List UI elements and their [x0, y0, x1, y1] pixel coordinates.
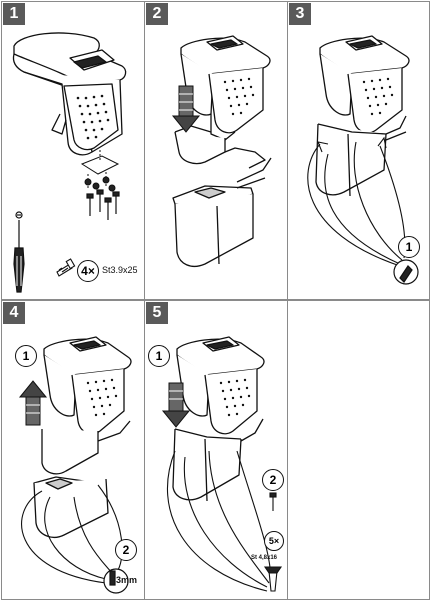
- order-circle: 1: [398, 236, 420, 258]
- step-4-panel: 4: [1, 300, 145, 600]
- armrest-final-fix-illustration: [161, 336, 283, 592]
- order-circle-a: 1: [148, 345, 170, 367]
- step-2-panel: 2: [144, 1, 288, 300]
- step-number: 1: [3, 3, 25, 25]
- step-3-panel: 3: [287, 1, 430, 300]
- order-number: 1: [22, 349, 30, 363]
- order-circle-b: 2: [115, 539, 137, 561]
- screw-count: 4×: [81, 264, 95, 278]
- order-circle-b: 2: [262, 469, 284, 491]
- quantity-circle: 5×: [264, 531, 284, 551]
- screw-spec: St3.9x25: [102, 265, 138, 275]
- armrest-drill-illustration: [18, 336, 132, 594]
- screw-spec: St 4,8x16: [251, 555, 278, 561]
- step-number: 2: [146, 3, 168, 25]
- order-number: 1: [405, 240, 413, 254]
- step-1-panel: 1: [1, 1, 145, 300]
- step-number: 4: [3, 302, 25, 324]
- drill-size-label: 3mm: [116, 575, 138, 585]
- order-number: 2: [269, 473, 277, 487]
- step-number: 3: [289, 3, 311, 25]
- step-5-panel: 5: [144, 300, 288, 600]
- step-number: 5: [146, 302, 168, 324]
- armrest-lift-illustration: [171, 35, 272, 267]
- order-number: 2: [122, 543, 130, 557]
- screw-count: 5×: [268, 536, 280, 546]
- order-circle-a: 1: [15, 345, 37, 367]
- order-number: 1: [155, 349, 163, 363]
- armrest-mounted-illustration: [307, 35, 419, 285]
- empty-panel: [287, 300, 430, 600]
- armrest-exploded-illustration: [12, 32, 127, 293]
- quantity-circle: 4×: [77, 260, 99, 282]
